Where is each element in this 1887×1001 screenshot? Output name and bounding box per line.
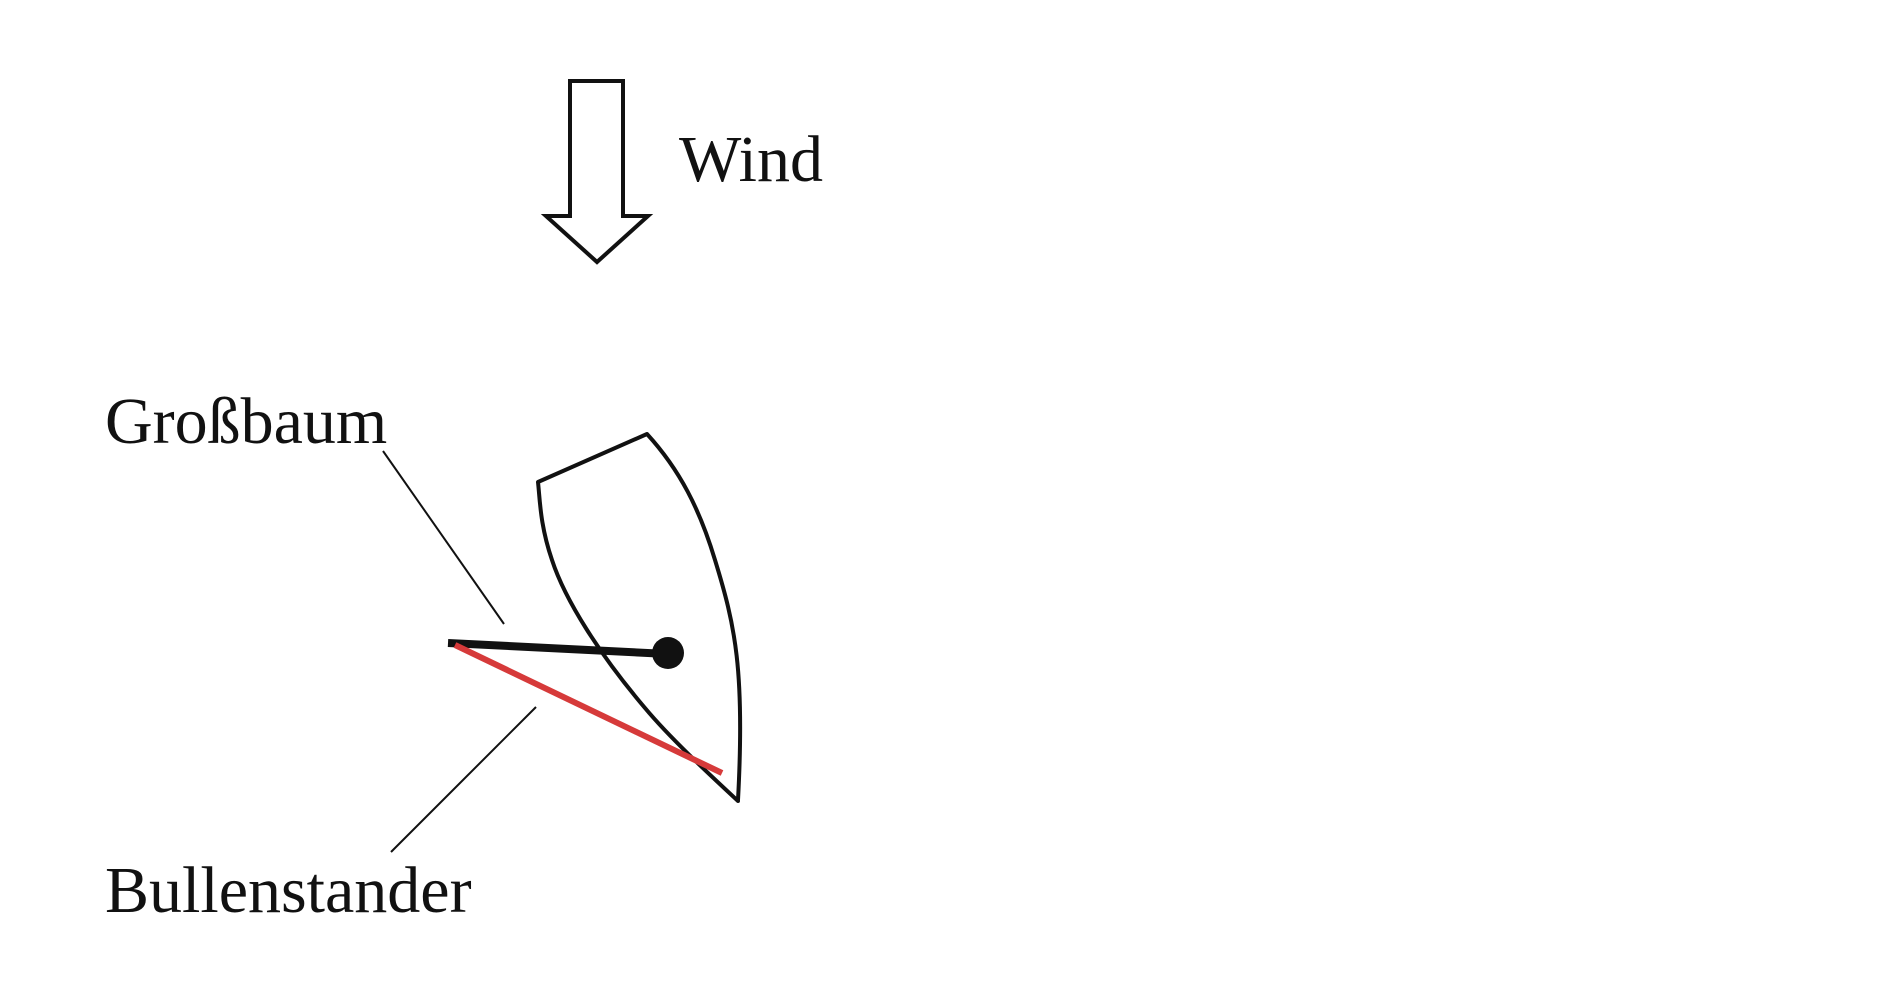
boom-leader-line: [382, 450, 505, 625]
wind-arrow-icon: [540, 79, 654, 265]
boom-line: [447, 639, 669, 658]
preventer-leader-line: [390, 706, 537, 853]
sail-outline: [536, 432, 743, 803]
preventer-line: [453, 642, 724, 776]
mast-dot: [652, 637, 684, 669]
wind-label: Wind: [679, 123, 823, 196]
preventer-label: Bullenstander: [105, 854, 472, 927]
boom-label: Großbaum: [105, 385, 387, 458]
